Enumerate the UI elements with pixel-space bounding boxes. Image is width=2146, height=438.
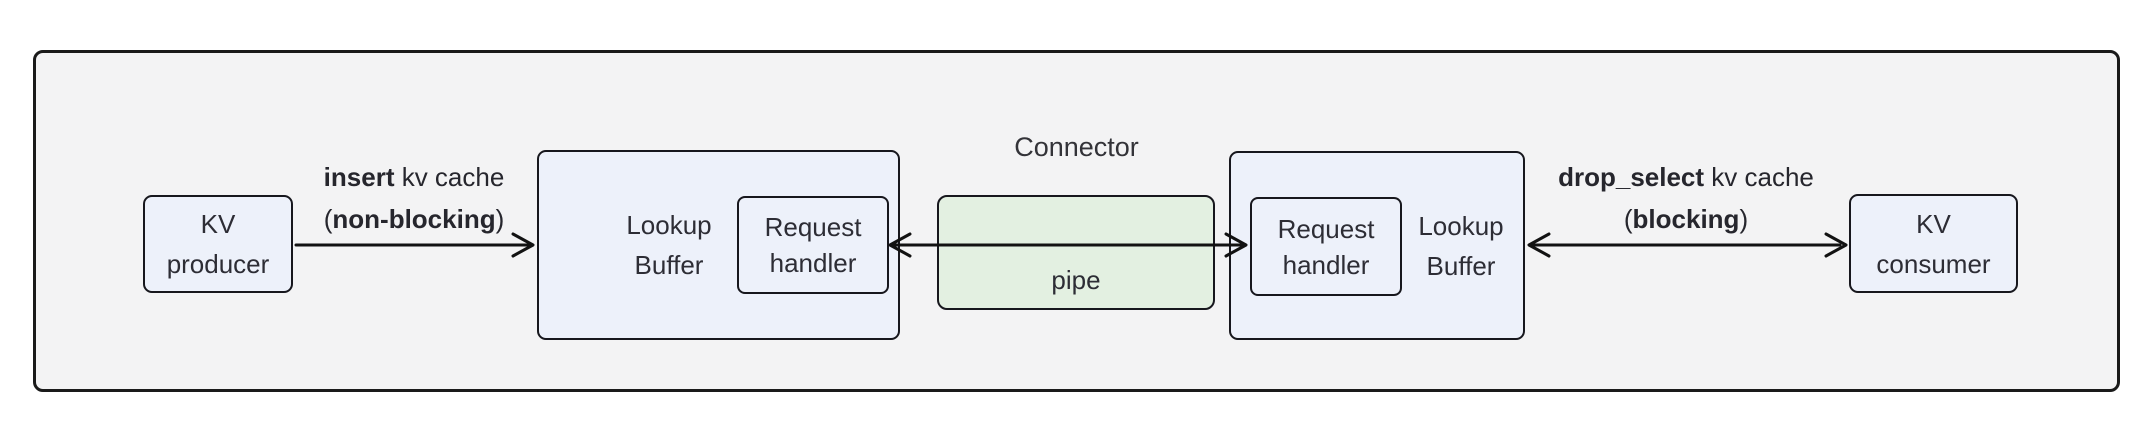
request-handler-left-node: Request handler (737, 196, 889, 294)
request-handler-right-line2: handler (1282, 249, 1370, 280)
insert-edge-label-line1: insert kv cache (244, 156, 584, 198)
lookup-buffer-left-label: Lookup Buffer (579, 152, 759, 338)
drop-select-paren-open: ( (1623, 204, 1633, 234)
insert-edge-label-line2: (non-blocking) (244, 198, 584, 240)
pipe-label: pipe (1051, 265, 1101, 295)
lookup-buffer-left-node: Lookup Buffer Request handler (537, 150, 900, 340)
request-handler-right-line1: Request (1277, 213, 1375, 244)
insert-edge-label: insert kv cache (non-blocking) (244, 156, 584, 240)
kv-producer-label-line1: KV (200, 209, 236, 239)
pipe-node: pipe (937, 195, 1215, 310)
drop-select-edge-label-line1: drop_select kv cache (1516, 156, 1856, 198)
lookup-buffer-left-line2: Buffer (634, 250, 704, 280)
lookup-buffer-right-line2: Buffer (1426, 250, 1496, 281)
insert-verb: insert (323, 162, 395, 192)
insert-paren-open: ( (323, 204, 333, 234)
connector-title: Connector (1014, 132, 1139, 162)
request-handler-left-line1: Request (764, 212, 862, 242)
kv-consumer-label-line2: consumer (1876, 248, 1991, 279)
kv-producer-label-line2: producer (166, 249, 270, 279)
lookup-buffer-right-label: Lookup Buffer (1398, 153, 1524, 338)
lookup-buffer-left-line1: Lookup (626, 210, 712, 240)
kv-consumer-node: KV consumer (1849, 194, 2018, 293)
lookup-buffer-right-node: Request handler Lookup Buffer (1229, 151, 1525, 340)
request-handler-right-node: Request handler (1250, 197, 1402, 296)
drop-select-edge-label: drop_select kv cache (blocking) (1516, 156, 1856, 240)
drop-select-paren-close: ) (1739, 204, 1749, 234)
drop-select-verb: drop_select (1558, 162, 1705, 192)
drop-select-mode: blocking (1632, 204, 1740, 234)
kv-producer-node: KV producer (143, 195, 293, 293)
insert-mode: non-blocking (332, 204, 496, 234)
lookup-buffer-right-line1: Lookup (1418, 210, 1504, 241)
kv-consumer-label-line1: KV (1916, 208, 1951, 239)
insert-paren-close: ) (495, 204, 505, 234)
request-handler-left-line2: handler (769, 248, 857, 278)
drop-select-edge-label-line2: (blocking) (1516, 198, 1856, 240)
drop-select-rest: kv cache (1704, 162, 1814, 192)
insert-rest: kv cache (394, 162, 505, 192)
